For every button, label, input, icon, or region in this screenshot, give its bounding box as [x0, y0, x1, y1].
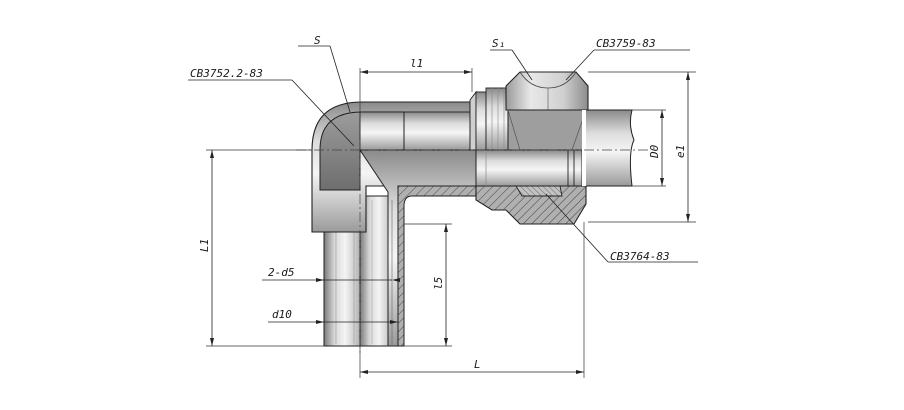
elbow-body	[311, 101, 477, 347]
dimension-lines	[210, 70, 690, 374]
text-labels: S CB3752.2-83 l1 S₁ CB3759-83 CB3764-83 …	[190, 34, 687, 371]
horizontal-pipe	[475, 109, 635, 187]
label-L1: L1	[198, 239, 211, 252]
label-l1-small: l1	[410, 57, 423, 70]
label-l5: l5	[432, 277, 445, 290]
label-2-d5: 2-d5	[268, 266, 295, 279]
label-s: S	[314, 34, 321, 47]
label-e1: e1	[674, 145, 687, 158]
label-cb-nut: CB3759-83	[596, 37, 656, 50]
label-cb-ring: CB3764-83	[610, 250, 670, 263]
nut-section	[475, 185, 587, 225]
centerlines	[296, 140, 650, 356]
label-d10: d10	[272, 308, 292, 321]
label-L: L	[474, 358, 481, 371]
extension-lines	[206, 68, 696, 378]
leader-lines	[188, 45, 698, 263]
label-d0: D0	[648, 144, 661, 159]
label-cb-elbow: CB3752.2-83	[190, 67, 263, 80]
label-s1: S₁	[492, 37, 505, 50]
hex-nut	[505, 71, 589, 151]
